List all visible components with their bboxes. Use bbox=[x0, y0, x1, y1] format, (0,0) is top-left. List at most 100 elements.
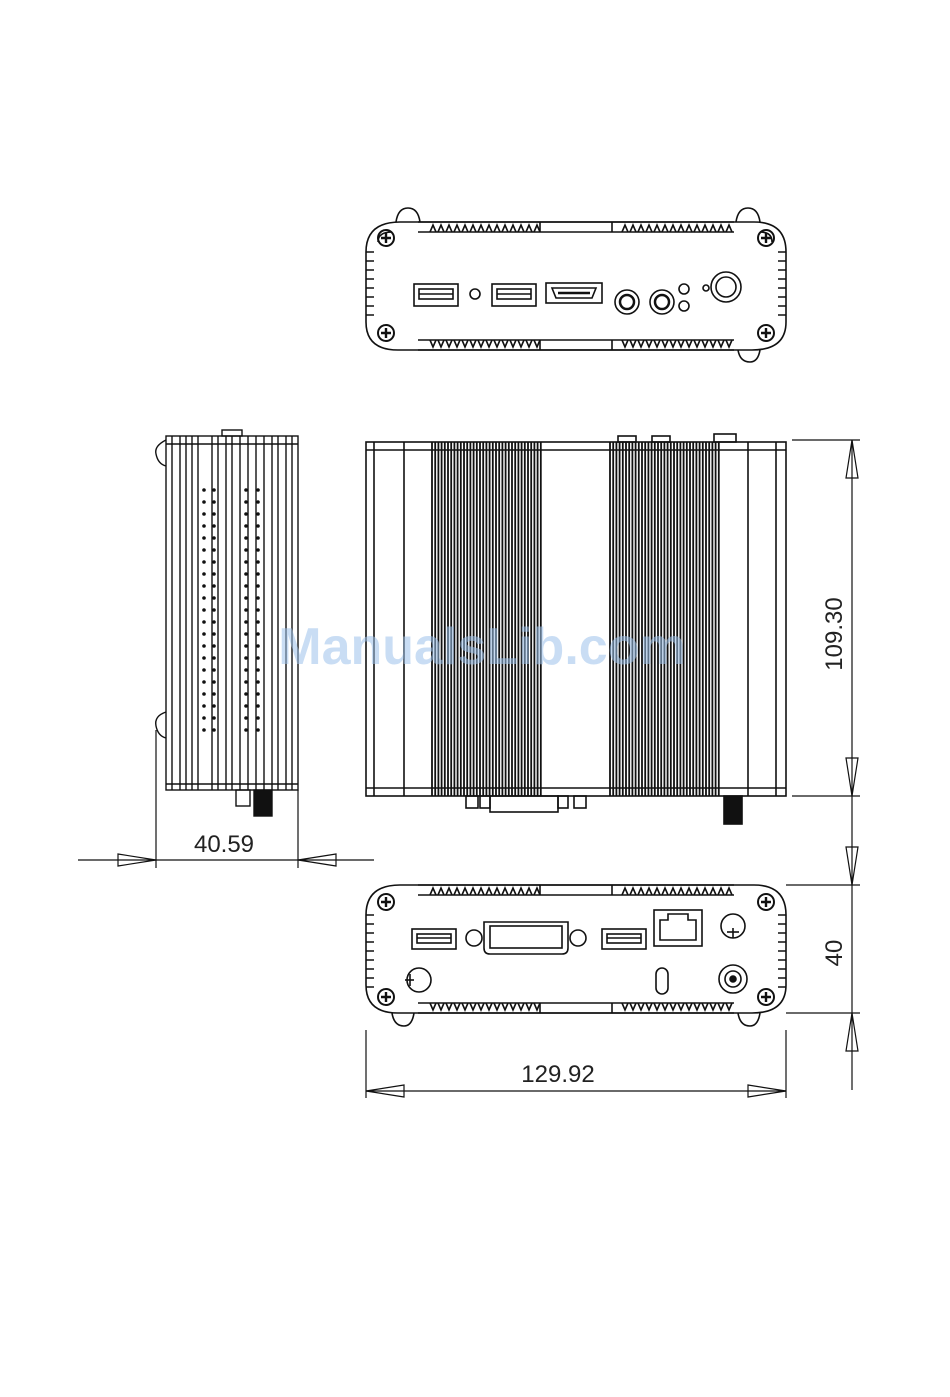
vent-hole bbox=[212, 620, 216, 624]
vent-hole bbox=[212, 584, 216, 588]
dimension-lines bbox=[78, 440, 860, 1098]
screw-icon bbox=[378, 894, 394, 910]
dimension-label-top-depth: 109.30 bbox=[821, 597, 848, 670]
vent-hole bbox=[244, 512, 248, 516]
vent-hole bbox=[256, 548, 260, 552]
vent-hole bbox=[212, 596, 216, 600]
cooling-fins-bottom bbox=[430, 340, 732, 347]
rear-view bbox=[366, 208, 786, 362]
fin-serration bbox=[430, 340, 732, 347]
vent-hole bbox=[202, 596, 206, 600]
led-indicator-icon bbox=[679, 284, 689, 294]
dvi-port-icon bbox=[466, 922, 586, 954]
vent-hole bbox=[212, 692, 216, 696]
vent-hole bbox=[202, 656, 206, 660]
led-indicator-icon bbox=[470, 289, 480, 299]
vent-hole bbox=[256, 716, 260, 720]
vent-hole bbox=[212, 560, 216, 564]
vent-hole bbox=[212, 608, 216, 612]
vent-hole bbox=[256, 596, 260, 600]
vent-hole bbox=[202, 524, 206, 528]
vent-hole bbox=[212, 488, 216, 492]
dimension-label-front-height: 40 bbox=[821, 940, 848, 967]
vent-hole bbox=[244, 584, 248, 588]
vent-hole bbox=[256, 620, 260, 624]
side-notch bbox=[366, 252, 374, 315]
fin-serration bbox=[430, 225, 732, 232]
side-notch bbox=[778, 915, 786, 987]
vent-hole bbox=[202, 536, 206, 540]
vent-holes bbox=[202, 488, 260, 732]
vent-hole bbox=[256, 656, 260, 660]
side-notches-left bbox=[366, 252, 374, 315]
vent-hole bbox=[256, 500, 260, 504]
side-notches-right bbox=[778, 252, 786, 315]
screw-icon bbox=[758, 325, 774, 341]
vent-hole bbox=[212, 644, 216, 648]
vent-hole bbox=[256, 644, 260, 648]
vent-hole bbox=[202, 728, 206, 732]
led-indicator-icon bbox=[703, 285, 709, 291]
ground-symbol-icon bbox=[405, 968, 431, 992]
vent-hole bbox=[202, 620, 206, 624]
side-view bbox=[156, 430, 298, 816]
vent-hole bbox=[244, 572, 248, 576]
side-notches-left bbox=[366, 915, 374, 987]
side-notches-right bbox=[778, 915, 786, 987]
vent-hole bbox=[256, 728, 260, 732]
vent-hole bbox=[256, 692, 260, 696]
vent-hole bbox=[202, 716, 206, 720]
side-fins bbox=[172, 436, 292, 790]
usb-port-icon bbox=[414, 284, 458, 306]
vent-hole bbox=[244, 716, 248, 720]
vent-hole bbox=[244, 500, 248, 504]
vent-hole bbox=[256, 560, 260, 564]
vent-hole bbox=[202, 608, 206, 612]
side-notch bbox=[778, 252, 786, 315]
vent-hole bbox=[244, 692, 248, 696]
dimension-label-overall-width: 129.92 bbox=[521, 1061, 594, 1088]
vent-hole bbox=[244, 596, 248, 600]
vent-hole bbox=[212, 716, 216, 720]
vent-hole bbox=[244, 548, 248, 552]
front-view bbox=[366, 885, 786, 1026]
vent-hole bbox=[256, 680, 260, 684]
vent-hole bbox=[212, 728, 216, 732]
dc-jack-icon bbox=[719, 965, 747, 993]
vent-hole bbox=[202, 644, 206, 648]
vent-hole bbox=[212, 512, 216, 516]
vent-hole bbox=[256, 536, 260, 540]
vent-hole bbox=[244, 668, 248, 672]
vent-hole bbox=[244, 704, 248, 708]
vent-hole bbox=[212, 668, 216, 672]
vent-hole bbox=[212, 704, 216, 708]
vent-hole bbox=[256, 632, 260, 636]
vent-hole bbox=[202, 632, 206, 636]
screw-icon bbox=[758, 894, 774, 910]
ethernet-port-icon bbox=[654, 910, 702, 946]
vent-hole bbox=[202, 584, 206, 588]
usb-port-icon bbox=[492, 284, 536, 306]
esata-port-icon bbox=[546, 283, 602, 303]
audio-jack-icon bbox=[615, 290, 639, 314]
vent-hole bbox=[244, 644, 248, 648]
vent-hole bbox=[202, 488, 206, 492]
vent-hole bbox=[256, 608, 260, 612]
vent-hole bbox=[212, 656, 216, 660]
vent-hole bbox=[202, 560, 206, 564]
side-notch bbox=[366, 915, 374, 987]
vent-hole bbox=[244, 680, 248, 684]
vent-hole bbox=[212, 500, 216, 504]
audio-jack-icon bbox=[650, 290, 674, 314]
vent-hole bbox=[212, 548, 216, 552]
fin-serration bbox=[430, 888, 732, 895]
vent-hole bbox=[212, 524, 216, 528]
vent-hole bbox=[202, 692, 206, 696]
ground-symbol-icon bbox=[721, 914, 745, 938]
vent-hole bbox=[202, 500, 206, 504]
vent-hole bbox=[202, 572, 206, 576]
vent-hole bbox=[244, 632, 248, 636]
vent-hole bbox=[256, 512, 260, 516]
screw-icon bbox=[758, 989, 774, 1005]
